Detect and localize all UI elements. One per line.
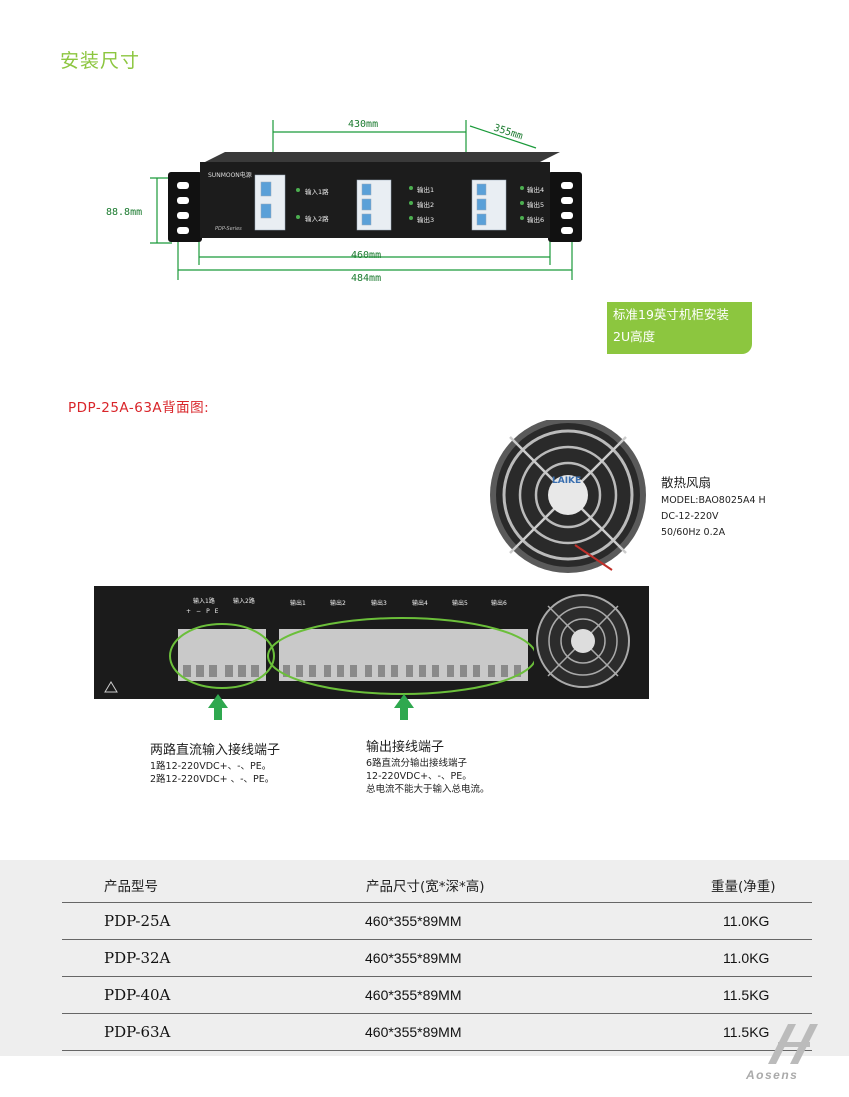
fan-brand: LAIKE (552, 476, 582, 486)
fan-voltage: DC-12-220V (661, 511, 719, 522)
terminal-mark-minus: − (196, 608, 207, 615)
rear-view-drawing (94, 420, 649, 720)
callout-input: 两路直流输入接线端子 1路12-220VDC+、-、PE。 2路12-220VD… (150, 741, 280, 786)
section-title: 安装尺寸 (60, 50, 141, 72)
spec-table: 产品型号 产品尺寸(宽*深*高) 重量(净重) PDP-25A 460*355*… (62, 868, 812, 1051)
callout-output-line-2: 12-220VDC+、-、PE。 (366, 771, 472, 782)
row-size: 460*355*89MM (365, 976, 697, 1014)
front-series: PDP-Series (215, 226, 242, 232)
spec-table-section: 产品型号 产品尺寸(宽*深*高) 重量(净重) PDP-25A 460*355*… (0, 860, 849, 1056)
badge-line-1: 标准19英寸机柜安装 (613, 307, 729, 322)
terminal-mark-plus: + (186, 608, 197, 615)
aosens-logo-icon (768, 1024, 818, 1064)
fan-title: 散热风扇 (661, 475, 712, 490)
callout-input-title: 两路直流输入接线端子 (150, 743, 281, 758)
row-model: PDP-63A (62, 1013, 365, 1051)
breaker-group-output-1 (356, 179, 392, 231)
rear-input-label-2: 输入2路 (233, 598, 255, 605)
row-weight: 11.5KG (697, 976, 812, 1014)
front-output-label-2: 输出2 (417, 201, 435, 209)
terminal-block-input (178, 629, 266, 681)
front-view-drawing (150, 120, 582, 280)
front-output-label-6: 输出6 (527, 216, 545, 224)
terminal-block-output (279, 629, 528, 681)
rear-terminal-marks: +−PE (186, 608, 223, 615)
logo-text: Aosens (746, 1068, 799, 1082)
table-row: PDP-63A 460*355*89MM 11.5KG (62, 1013, 812, 1051)
rear-output-label-4: 输出4 (412, 600, 428, 607)
front-input-label-2: 输入2路 (305, 215, 329, 223)
fan-rating: 50/60Hz 0.2A (661, 527, 726, 538)
front-output-label-5: 输出5 (527, 201, 545, 209)
callout-input-line-1: 1路12-220VDC+、-、PE。 (150, 761, 272, 772)
rear-output-label-6: 输出6 (491, 600, 507, 607)
rear-output-label-3: 输出3 (371, 600, 387, 607)
mount-badge: 标准19英寸机柜安装 2U高度 (607, 302, 752, 354)
table-row: PDP-40A 460*355*89MM 11.5KG (62, 976, 812, 1014)
rear-view-title: PDP-25A-63A背面图: (68, 400, 210, 416)
breaker-group-output-2 (471, 179, 507, 231)
header-size: 产品尺寸(宽*深*高) (365, 868, 697, 903)
indicator-leds (296, 186, 524, 220)
arrow-output-icon (394, 694, 414, 720)
row-size: 460*355*89MM (365, 939, 697, 977)
front-output-label-1: 输出1 (417, 186, 435, 194)
row-size: 460*355*89MM (365, 902, 697, 940)
row-model: PDP-40A (62, 976, 365, 1014)
row-weight: 11.0KG (697, 902, 812, 940)
row-weight: 11.0KG (697, 939, 812, 977)
header-weight: 重量(净重) (697, 868, 812, 903)
callout-output-line-1: 6路直流分输出接线端子 (366, 758, 468, 769)
row-model: PDP-32A (62, 939, 365, 977)
dim-label-460: 460mm (351, 250, 382, 261)
dim-line-355 (469, 125, 537, 149)
spec-table-header: 产品型号 产品尺寸(宽*深*高) 重量(净重) (62, 868, 812, 903)
fan-closeup (490, 420, 646, 573)
rear-output-label-5: 输出5 (452, 600, 468, 607)
front-output-label-3: 输出3 (417, 216, 435, 224)
rear-output-label-2: 输出2 (330, 600, 346, 607)
dim-label-484: 484mm (351, 273, 382, 284)
row-model: PDP-25A (62, 902, 365, 940)
fan-info: 散热风扇 MODEL:BAO8025A4 H DC-12-220V 50/60H… (661, 473, 766, 541)
fan-model: MODEL:BAO8025A4 H (661, 495, 766, 506)
front-output-label-4: 输出4 (527, 186, 545, 194)
arrow-input-icon (208, 694, 228, 720)
warning-icon (104, 681, 118, 693)
callout-output-line-3: 总电流不能大于输入总电流。 (366, 784, 490, 795)
chassis-top (205, 152, 560, 162)
header-model: 产品型号 (62, 868, 365, 903)
rear-output-label-1: 输出1 (290, 600, 306, 607)
front-input-label-1: 输入1路 (305, 188, 329, 196)
rack-ear-right (548, 172, 582, 242)
breaker-group-input (254, 174, 286, 231)
rear-fan (534, 592, 632, 690)
table-row: PDP-32A 460*355*89MM 11.0KG (62, 939, 812, 977)
row-size: 460*355*89MM (365, 1013, 697, 1051)
rear-input-label-1: 输入1路 (193, 598, 215, 605)
highlight-input (169, 623, 275, 689)
dim-label-430: 430mm (348, 119, 379, 130)
rack-ear-left (168, 172, 202, 242)
front-brand: SUNMOON电源 (208, 172, 252, 179)
badge-line-2: 2U高度 (613, 329, 656, 344)
callout-input-line-2: 2路12-220VDC+ 、-、PE。 (150, 774, 275, 785)
table-row: PDP-25A 460*355*89MM 11.0KG (62, 902, 812, 940)
dim-label-height: 88.8mm (106, 207, 143, 218)
callout-output: 输出接线端子 6路直流分输出接线端子 12-220VDC+、-、PE。 总电流不… (366, 738, 490, 796)
terminal-mark-pe: PE (206, 608, 224, 615)
callout-output-title: 输出接线端子 (366, 740, 445, 755)
